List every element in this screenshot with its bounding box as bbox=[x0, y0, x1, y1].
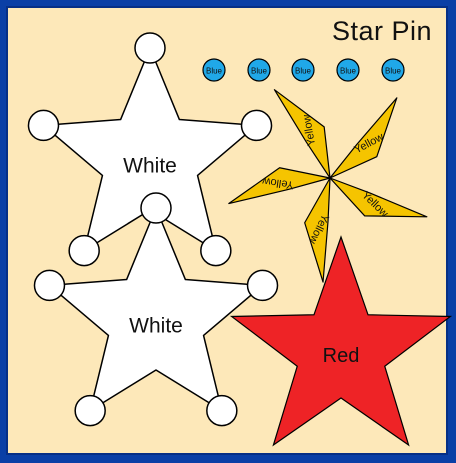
white-star-top-piece-knob bbox=[68, 234, 100, 267]
yellow-blade: Yellow bbox=[273, 89, 331, 179]
white-star-top-piece-knob bbox=[134, 32, 166, 64]
blue-dot-label: Blue bbox=[340, 67, 357, 76]
yellow-blade-shape bbox=[329, 177, 428, 218]
white-star-bottom-piece-knob bbox=[140, 192, 172, 224]
red-star-label: Red bbox=[323, 345, 360, 367]
blue-dot-piece[interactable]: Blue bbox=[202, 58, 226, 82]
blue-dot-piece[interactable]: Blue bbox=[381, 58, 405, 82]
puzzle-title: Star Pin bbox=[331, 16, 432, 46]
white-star-bottom-piece-body bbox=[48, 207, 264, 412]
blue-dot-label: Blue bbox=[385, 67, 402, 76]
white-star-bottom-piece-knob bbox=[33, 269, 66, 302]
white-star-bottom-piece-knob bbox=[246, 269, 279, 302]
blue-dot-label: Blue bbox=[295, 67, 312, 76]
white-star-top-piece-knob bbox=[240, 109, 273, 142]
yellow-blade: Yellow bbox=[228, 167, 331, 205]
white-star-bottom-piece-label: White bbox=[129, 315, 183, 338]
yellow-blade-label: Yellow bbox=[262, 175, 295, 191]
blue-dots-row: Blue Blue Blue Blue Blue bbox=[202, 58, 405, 82]
yellow-blade: Yellow bbox=[329, 97, 398, 179]
white-star-top-piece-knob bbox=[200, 234, 232, 267]
blue-dot-label: Blue bbox=[251, 67, 268, 76]
yellow-blade-shape bbox=[304, 177, 331, 283]
blue-dot-piece[interactable]: Blue bbox=[336, 58, 360, 82]
white-star-top-piece[interactable]: White bbox=[27, 32, 273, 267]
blue-dot-shape bbox=[202, 58, 226, 82]
yellow-blade-shape bbox=[228, 167, 331, 205]
game-board: Star Pin bbox=[6, 6, 448, 455]
blue-dot-piece[interactable]: Blue bbox=[291, 58, 315, 82]
white-star-top-piece-label: White bbox=[123, 155, 177, 178]
blue-dot-label: Blue bbox=[206, 67, 223, 76]
white-star-bottom-piece[interactable]: White bbox=[33, 192, 279, 427]
white-star-bottom-piece-knob bbox=[206, 394, 238, 427]
blue-dot-shape bbox=[247, 58, 271, 82]
red-star-body bbox=[229, 235, 453, 447]
yellow-blade: Yellow bbox=[304, 177, 331, 283]
blue-dot-shape bbox=[336, 58, 360, 82]
blue-dot-shape bbox=[381, 58, 405, 82]
yellow-blade-shape bbox=[273, 89, 331, 179]
white-star-bottom-piece-knob bbox=[74, 394, 106, 427]
blue-dot-shape bbox=[291, 58, 315, 82]
blue-dot-piece[interactable]: Blue bbox=[247, 58, 271, 82]
yellow-blade-shape bbox=[329, 97, 398, 179]
yellow-blade-label: Yellow bbox=[301, 114, 318, 147]
white-star-top-piece-knob bbox=[27, 109, 60, 142]
red-star-piece[interactable]: Red bbox=[229, 235, 453, 447]
